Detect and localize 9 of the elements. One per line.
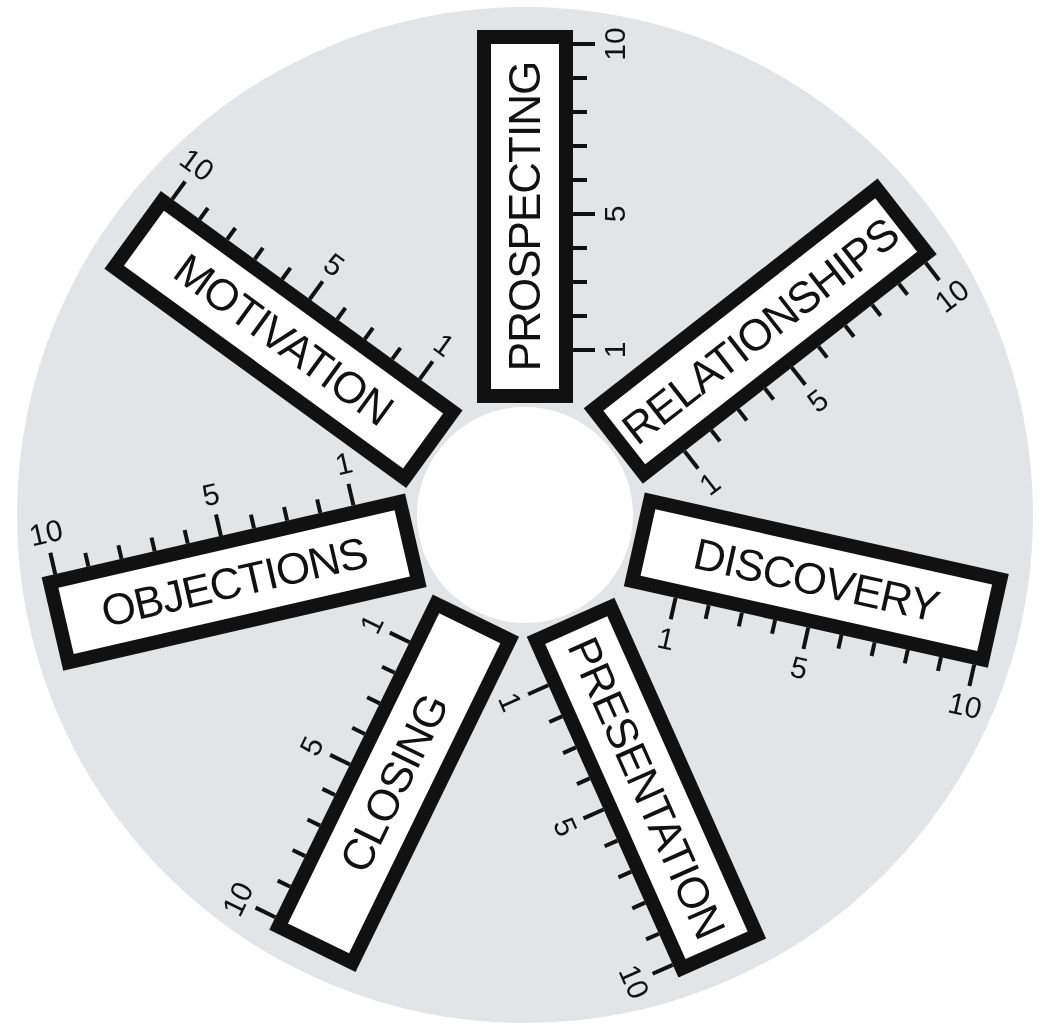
- spoke-bar: PROSPECTING: [477, 30, 573, 403]
- scale-number: 1: [427, 325, 463, 366]
- scale-number: 10: [214, 875, 261, 923]
- scale-number: 10: [944, 684, 986, 727]
- scale-number: 10: [172, 140, 222, 191]
- scale-number: 5: [598, 204, 631, 223]
- scale-number: 1: [331, 445, 357, 484]
- scale-number: 10: [598, 26, 632, 63]
- scale-number: 5: [292, 730, 332, 763]
